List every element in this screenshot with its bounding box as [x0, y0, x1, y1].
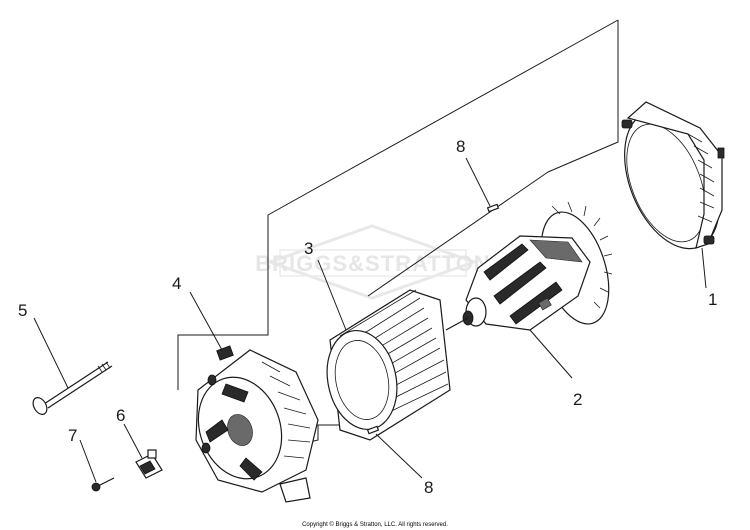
part-2-rotor — [445, 201, 613, 331]
callout-2: 2 — [573, 390, 582, 409]
callout-3: 3 — [304, 239, 313, 258]
part-6-brush-holder — [135, 449, 163, 479]
part-8-dowel-pin-bottom — [366, 425, 380, 435]
part-8-dowel-pin-top — [486, 203, 500, 213]
callout-1: 1 — [708, 290, 717, 309]
watermark-text: BRIGGS&STRATTON — [255, 251, 490, 276]
callout-4: 4 — [172, 274, 181, 293]
part-1-end-cover — [621, 101, 725, 250]
callout-8-bottom: 8 — [424, 478, 433, 497]
callout-8-top: 8 — [456, 137, 465, 156]
callout-7: 7 — [68, 426, 77, 445]
brand-watermark: BRIGGS&STRATTON — [255, 224, 490, 300]
part-4-front-housing — [195, 345, 319, 503]
part-3-stator — [326, 289, 451, 441]
copyright-notice: Copyright © Briggs & Stratton, LLC. All … — [302, 521, 448, 528]
callout-leaders — [33, 157, 707, 483]
part-5-through-bolt — [32, 361, 113, 415]
callout-6: 6 — [116, 406, 125, 425]
callout-5: 5 — [18, 301, 27, 320]
part-7-screw — [91, 477, 115, 492]
